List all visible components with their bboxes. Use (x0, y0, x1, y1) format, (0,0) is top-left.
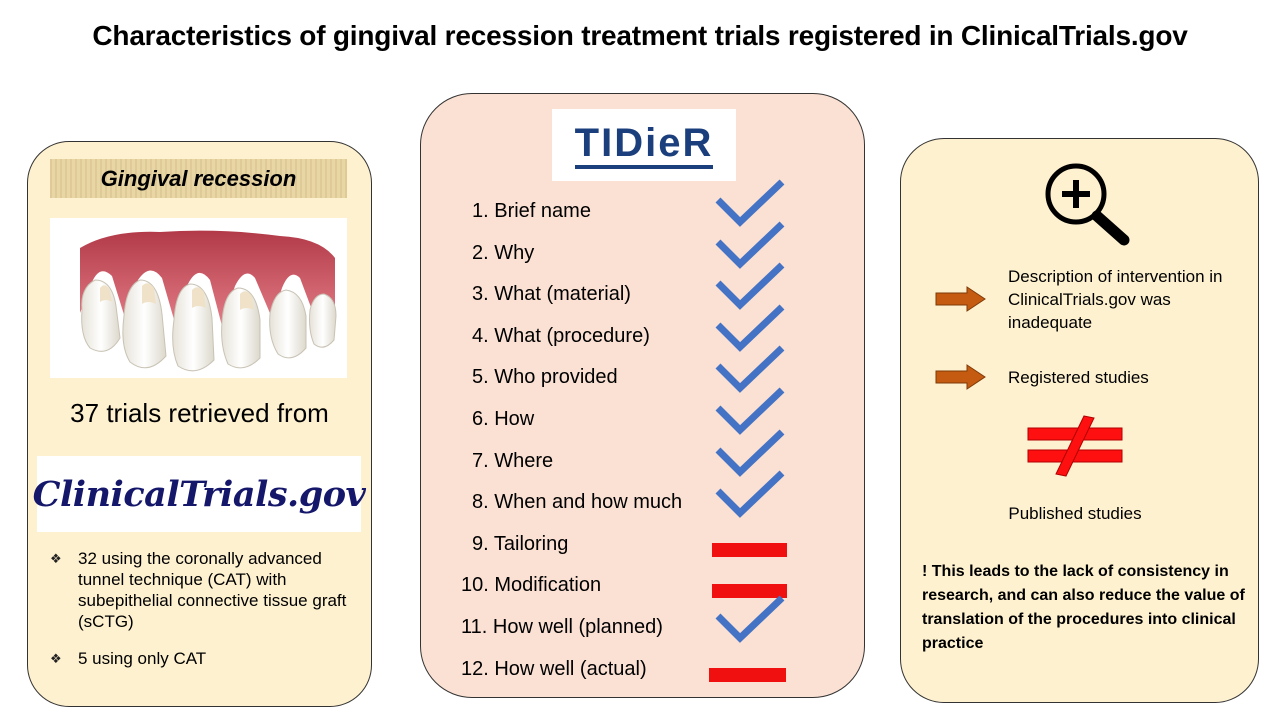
bullet-text: 5 using only CAT (78, 649, 207, 668)
registered-studies-text: Registered studies (1008, 368, 1149, 387)
checkmark-icon (714, 344, 786, 399)
checklist-item-label: 12. How well (actual) (461, 657, 647, 680)
checkmark-icon (714, 469, 786, 524)
checklist-item-label: 2. Why (472, 241, 535, 264)
bullet-text: 32 using the coronally advanced tunnel t… (78, 549, 347, 631)
checklist-item-label: 4. What (procedure) (472, 324, 650, 347)
tidier-logo-text: TIDieR (574, 121, 714, 169)
gingival-recession-banner: Gingival recession (50, 159, 347, 198)
not-equal-icon (1026, 414, 1124, 483)
list-item: ❖ 32 using the coronally advanced tunnel… (50, 548, 360, 632)
page-title: Characteristics of gingival recession tr… (92, 20, 1188, 51)
checklist-item-label: 10. Modification (461, 574, 602, 597)
checkmark-icon (714, 594, 786, 649)
checkmark-icon (714, 220, 786, 275)
checkmark-icon (714, 178, 786, 233)
checkmark-icon (714, 303, 786, 358)
right-arrow-icon (935, 364, 987, 395)
magnifier-plus-icon (1040, 160, 1135, 255)
checkmark-icon (714, 261, 786, 316)
checkmark-icon (714, 386, 786, 441)
published-studies-text: Published studies (1008, 504, 1142, 523)
right-arrow-icon (935, 286, 987, 317)
checklist-item-label: 8. When and how much (472, 491, 683, 514)
gingival-recession-illustration (50, 218, 347, 378)
tidier-logo: TIDieR (552, 109, 736, 181)
checklist-item-label: 6. How (472, 408, 535, 430)
clinicaltrials-logo: ClinicalTrials.gov (33, 456, 366, 532)
checkmark-icon (714, 428, 786, 483)
red-dash-icon (709, 667, 786, 682)
diamond-bullet-icon: ❖ (50, 551, 62, 566)
description-inadequate-text: Description of intervention in ClinicalT… (1008, 267, 1223, 332)
conclusion-text: ! This leads to the lack of consistency … (922, 563, 1245, 652)
list-item: ❖ 5 using only CAT (50, 648, 360, 669)
trial-bullets: ❖ 32 using the coronally advanced tunnel… (50, 548, 360, 685)
checklist-item-label: 1. Brief name (472, 200, 591, 222)
diamond-bullet-icon: ❖ (50, 651, 62, 666)
right-panel (900, 138, 1259, 703)
middle-panel (420, 93, 865, 698)
checklist-item-label: 7. Where (472, 449, 554, 472)
checklist-item-label: 3. What (material) (472, 283, 631, 306)
checklist-item-label: 5. Who provided (472, 366, 618, 389)
checklist-item-label: 9. Tailoring (472, 532, 569, 555)
red-dash-icon (712, 584, 787, 599)
red-dash-icon (712, 542, 787, 557)
trials-retrieved-text: 37 trials retrieved from (70, 398, 329, 428)
checklist-item-label: 11. How well (planned) (461, 616, 663, 638)
